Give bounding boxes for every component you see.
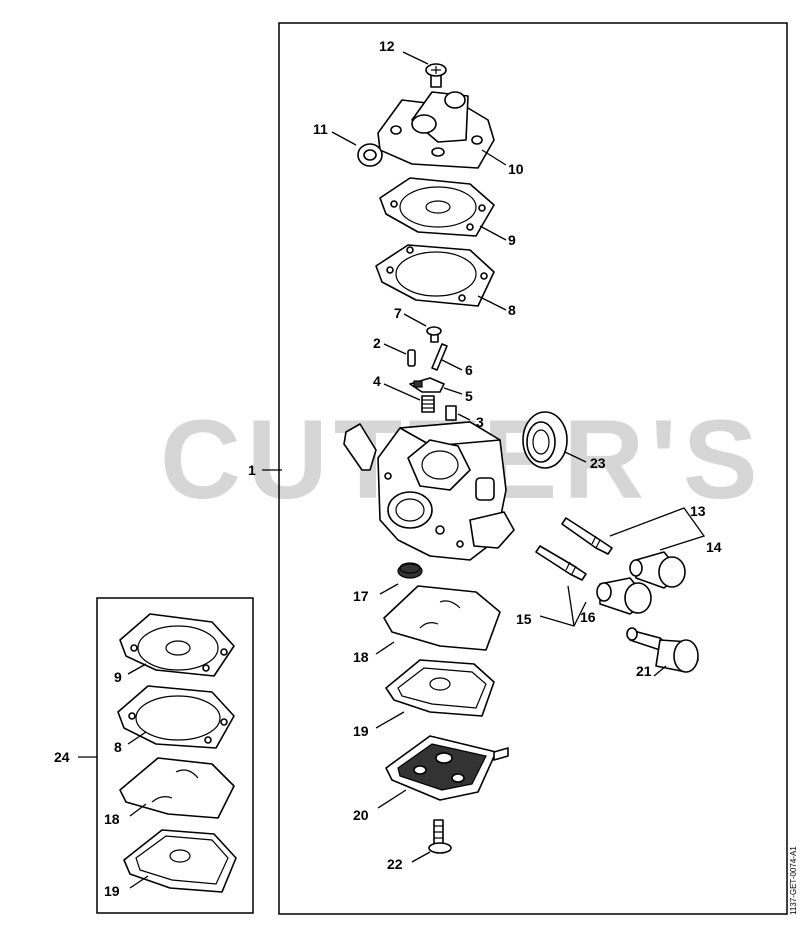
part-5-control-lever[interactable]	[409, 377, 463, 395]
callout-21: 21	[636, 663, 652, 679]
part-20-end-cover[interactable]	[377, 735, 509, 809]
part-1-carburetor-body[interactable]	[262, 421, 515, 561]
callout-23: 23	[590, 455, 606, 471]
kit-part-9-diaphragm[interactable]	[119, 613, 235, 677]
bracket-15	[539, 585, 587, 627]
part-13-high-speed-needle[interactable]	[561, 517, 613, 555]
callout-12: 12	[379, 38, 395, 54]
part-6-pin[interactable]	[431, 343, 463, 371]
callout-1: 1	[248, 462, 256, 478]
part-21-adjuster[interactable]	[626, 627, 699, 677]
part-16-limiter-cap[interactable]	[596, 577, 652, 615]
callout-18: 18	[353, 649, 369, 665]
part-22-screw[interactable]	[411, 819, 452, 863]
part-8-gasket[interactable]	[375, 244, 507, 311]
part-11-gasket-ring[interactable]	[331, 131, 383, 167]
part-10-pump-cover[interactable]	[377, 91, 507, 169]
part-2-inlet-needle[interactable]	[383, 343, 416, 367]
kit-callout-18: 18	[104, 811, 120, 827]
kit-part-8-gasket[interactable]	[117, 685, 235, 749]
callout-2: 2	[373, 335, 381, 351]
part-9-diaphragm[interactable]	[379, 177, 507, 241]
part-4-spring[interactable]	[383, 383, 435, 413]
kit-24-diaphragm-set[interactable]	[78, 613, 237, 893]
part-7-screw[interactable]	[403, 313, 442, 343]
part-23-cap[interactable]	[522, 411, 587, 469]
callout-22: 22	[387, 856, 403, 872]
callout-16: 16	[580, 609, 596, 625]
kit-part-19-gasket[interactable]	[123, 829, 237, 893]
part-3-sleeve[interactable]	[445, 405, 471, 421]
callout-14: 14	[706, 539, 722, 555]
callout-3: 3	[476, 414, 484, 430]
callout-5: 5	[465, 388, 473, 404]
callout-20: 20	[353, 807, 369, 823]
callout-10: 10	[508, 161, 524, 177]
callout-4: 4	[373, 373, 381, 389]
main-assembly-frame	[278, 22, 788, 915]
callout-9: 9	[508, 232, 516, 248]
part-14-limiter-cap[interactable]	[629, 551, 686, 589]
reference-code: 1137-GET-0074-A1	[789, 846, 798, 915]
kit-frame	[96, 597, 254, 914]
callout-19: 19	[353, 723, 369, 739]
part-15-low-speed-needle[interactable]	[535, 545, 587, 581]
callout-24: 24	[54, 749, 70, 765]
callout-13: 13	[690, 503, 706, 519]
kit-callout-8: 8	[114, 739, 122, 755]
callout-7: 7	[394, 305, 402, 321]
callout-17: 17	[353, 588, 369, 604]
kit-callout-9: 9	[114, 669, 122, 685]
part-17-strainer[interactable]	[379, 562, 423, 595]
callout-11: 11	[313, 121, 328, 137]
part-18-plate[interactable]	[375, 585, 501, 655]
callout-8: 8	[508, 302, 516, 318]
part-19-gasket[interactable]	[375, 659, 495, 729]
part-12-screw[interactable]	[402, 51, 447, 88]
bracket-13	[609, 507, 706, 551]
callout-6: 6	[465, 362, 473, 378]
kit-part-18-plate[interactable]	[119, 757, 235, 819]
callout-15: 15	[516, 611, 532, 627]
kit-callout-19: 19	[104, 883, 120, 899]
